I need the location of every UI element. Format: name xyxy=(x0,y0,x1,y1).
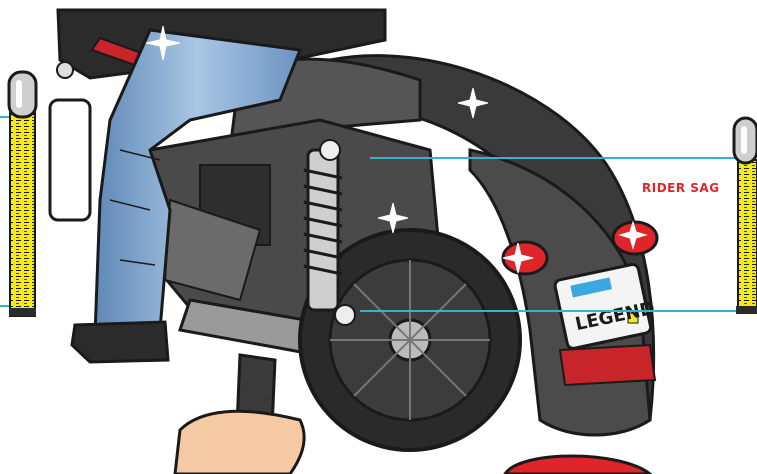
rider-sag-label: Rider Sag xyxy=(642,181,720,195)
left-measuring-tape-icon xyxy=(9,72,36,316)
right-measuring-tape-icon xyxy=(734,118,757,314)
